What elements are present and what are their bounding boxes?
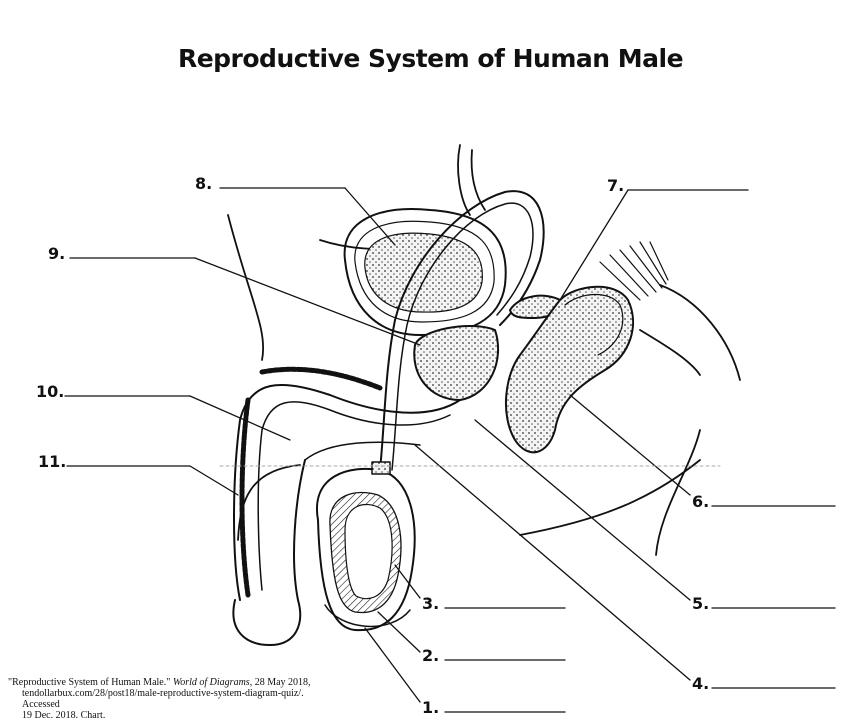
page-title: Reproductive System of Human Male — [177, 44, 684, 73]
label-10: 10. — [36, 382, 65, 401]
urinary-bladder — [343, 208, 507, 336]
label-11: 11. — [38, 452, 67, 471]
urethra-penis — [232, 366, 461, 646]
label-1: 1. — [422, 698, 440, 717]
citation-title: "Reproductive System of Human Male." — [8, 677, 171, 688]
label-3: 3. — [422, 594, 440, 613]
citation: "Reproductive System of Human Male." Wor… — [8, 677, 338, 721]
rectum — [504, 241, 669, 454]
label-2: 2. — [422, 646, 440, 665]
label-5: 5. — [692, 594, 710, 613]
prostate-gland — [413, 324, 500, 401]
citation-accessed: 19 Dec. 2018. Chart. — [22, 710, 106, 721]
label-6: 6. — [692, 492, 710, 511]
testis-scrotum — [315, 461, 416, 632]
citation-source: World of Diagrams — [172, 677, 250, 688]
citation-date: , 28 May 2018, — [249, 677, 311, 688]
label-7: 7. — [607, 176, 625, 195]
leader-lines — [64, 187, 836, 713]
citation-url: tendollarbux.com/28/post18/male-reproduc… — [22, 688, 304, 710]
label-9: 9. — [48, 244, 66, 263]
label-8: 8. — [195, 174, 213, 193]
label-4: 4. — [692, 674, 710, 693]
body-outline — [227, 144, 741, 556]
vas-deferens — [379, 190, 545, 471]
